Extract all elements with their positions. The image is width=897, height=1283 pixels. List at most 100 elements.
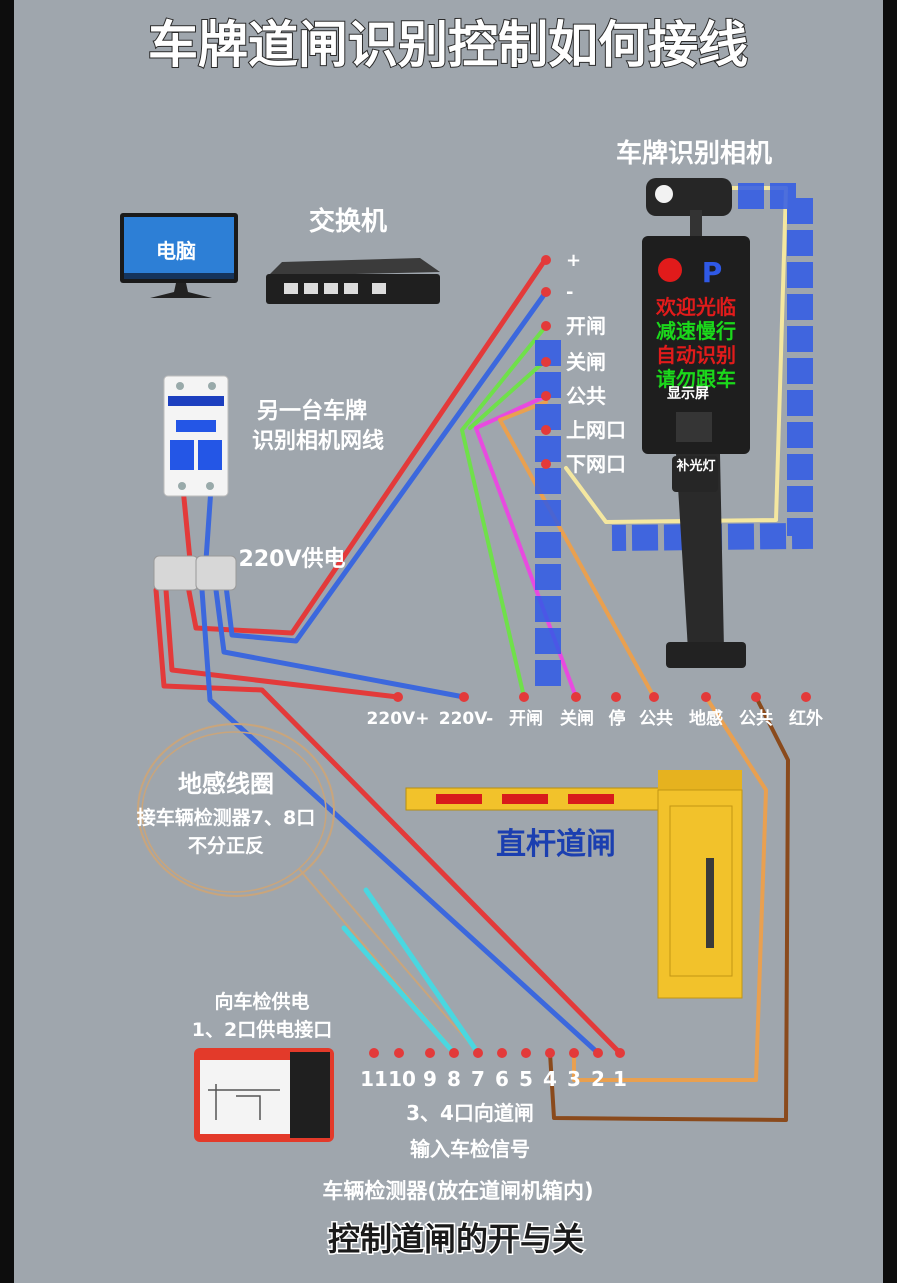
left-border bbox=[0, 0, 14, 1283]
barrier-terminal-loop: 地感 bbox=[689, 708, 723, 729]
monitor-taskbar bbox=[124, 273, 234, 279]
barrier-terminal-dot bbox=[459, 692, 469, 702]
display-p-sign: P bbox=[702, 256, 723, 289]
detector-power-label-1: 向车检供电 bbox=[214, 990, 309, 1013]
blue-220v-minus-wire bbox=[213, 587, 467, 700]
loop-title: 地感线圈 bbox=[178, 770, 274, 798]
barrier-arm-stripe-1 bbox=[436, 794, 482, 804]
power-label: 220V供电 bbox=[239, 546, 346, 572]
camera-terminal-dot-downlink bbox=[541, 459, 551, 469]
camera-lens bbox=[655, 185, 673, 203]
signal-label-2: 输入车检信号 bbox=[410, 1137, 530, 1161]
detector-panel bbox=[200, 1060, 290, 1134]
detector-terminal-dot bbox=[497, 1048, 507, 1058]
barrier-terminal-dot bbox=[649, 692, 659, 702]
loop-lead-2 bbox=[319, 869, 479, 1054]
other-camera-label-1: 另一台车牌 bbox=[257, 398, 367, 424]
barrier-cabinet-slot bbox=[706, 858, 714, 948]
barrier-terminal-dot bbox=[519, 692, 529, 702]
green-open-wire bbox=[460, 324, 548, 699]
barrier-terminal-open: 开闸 bbox=[509, 708, 543, 729]
switch-top bbox=[268, 258, 440, 276]
fill-light-label: 补光灯 bbox=[675, 458, 715, 474]
breaker-label-strip bbox=[168, 396, 224, 406]
right-border bbox=[883, 0, 897, 1283]
detector-terminal-9: 9 bbox=[423, 1067, 437, 1091]
display-red-dot bbox=[658, 258, 682, 282]
camera-terminal-close: 关闸 bbox=[566, 350, 606, 374]
loop-note-1: 接车辆检测器7、8口 bbox=[137, 806, 315, 829]
camera-terminal-dot-common bbox=[541, 391, 551, 401]
detector-terminal-dot bbox=[545, 1048, 555, 1058]
breaker-screw-r bbox=[208, 382, 216, 390]
bottom-caption: 控制道闸的开与关 bbox=[328, 1220, 584, 1258]
red-220v-plus-wire bbox=[163, 587, 401, 700]
display-led-grid bbox=[676, 412, 712, 442]
cyan-loop-wire-1 bbox=[341, 925, 457, 1056]
barrier-terminal-common-1: 公共 bbox=[639, 709, 673, 729]
switch-label: 交换机 bbox=[309, 206, 387, 237]
cyan-loop-wire-2 bbox=[363, 887, 481, 1056]
barrier-terminal-dot bbox=[611, 692, 621, 702]
other-camera-label-2: 识别相机网线 bbox=[252, 428, 384, 454]
barrier-label: 直杆道闸 bbox=[496, 827, 616, 862]
detector-terminal-dot bbox=[473, 1048, 483, 1058]
computer-label: 电脑 bbox=[156, 239, 196, 263]
detector-terminal-4: 4 bbox=[543, 1067, 557, 1091]
detector-terminal-dot bbox=[425, 1048, 435, 1058]
barrier-cabinet-door bbox=[669, 805, 733, 977]
wires bbox=[137, 186, 790, 1122]
detector-terminal-dot bbox=[569, 1048, 579, 1058]
camera-arm bbox=[690, 210, 702, 238]
detector-terminal-1: 1 bbox=[613, 1067, 627, 1091]
display-body bbox=[642, 236, 750, 454]
blue-breaker-wire bbox=[203, 485, 214, 563]
detector-terminal-8: 8 bbox=[447, 1067, 461, 1091]
barrier-arm-stripe-2 bbox=[502, 794, 548, 804]
barrier-gate: 直杆道闸 bbox=[405, 770, 743, 999]
detector-terminal-dot bbox=[521, 1048, 531, 1058]
loop-coil bbox=[137, 723, 335, 897]
barrier-terminal-dot bbox=[393, 692, 403, 702]
network-switch: 交换机 bbox=[266, 206, 440, 304]
barrier-terminal-220v-minus: 220V- bbox=[439, 709, 493, 729]
detector-plug bbox=[290, 1052, 330, 1138]
display-label: 显示屏 bbox=[667, 386, 709, 402]
breaker-screw-l bbox=[176, 382, 184, 390]
camera-terminal-dot-close bbox=[541, 357, 551, 367]
barrier-terminal-close: 关闸 bbox=[560, 708, 594, 729]
camera-terminal-downlink: 下网口 bbox=[566, 452, 626, 476]
detector-terminal-5: 5 bbox=[519, 1067, 533, 1091]
monitor-stand bbox=[150, 283, 212, 298]
detector-terminal-dot bbox=[449, 1048, 459, 1058]
switch-ports bbox=[284, 283, 386, 294]
green-open-wire-2 bbox=[468, 358, 548, 430]
detector-terminal-dot bbox=[394, 1048, 404, 1058]
page-title: 车牌道闸识别控制如何接线 bbox=[148, 16, 748, 74]
detector-terminal-3: 3 bbox=[567, 1067, 581, 1091]
camera-terminal-dot-open bbox=[541, 321, 551, 331]
camera-terminal-dot-uplink bbox=[541, 425, 551, 435]
camera-terminal-uplink: 上网口 bbox=[566, 418, 626, 442]
screen-row-1: 欢迎光临 bbox=[655, 295, 736, 319]
camera-terminal-dot-plus bbox=[541, 255, 551, 265]
detector-terminal-block: 11 10 9 8 7 6 5 4 3 2 1 bbox=[360, 1048, 627, 1091]
camera-terminal-open: 开闸 bbox=[566, 314, 606, 338]
camera-label: 车牌识别相机 bbox=[616, 138, 772, 169]
barrier-terminal-dot bbox=[801, 692, 811, 702]
camera-terminal-common: 公共 bbox=[566, 384, 606, 408]
breaker-handle bbox=[176, 420, 216, 432]
red-detector-power-wire bbox=[153, 587, 623, 1056]
detector-terminal-dot bbox=[593, 1048, 603, 1058]
camera-pole bbox=[676, 454, 724, 650]
screen-row-3: 自动识别 bbox=[656, 343, 736, 367]
red-breaker-wire bbox=[180, 485, 193, 563]
detector-terminal-6: 6 bbox=[495, 1067, 509, 1091]
loop-coil-inner bbox=[141, 731, 327, 893]
signal-label-1: 3、4口向道闸 bbox=[406, 1101, 534, 1125]
barrier-cabinet bbox=[657, 789, 743, 999]
vehicle-detector bbox=[194, 1048, 334, 1142]
computer: 电脑 bbox=[120, 213, 238, 298]
blue-detector-power-wire bbox=[199, 587, 601, 1056]
detector-terminal-2: 2 bbox=[591, 1067, 605, 1091]
